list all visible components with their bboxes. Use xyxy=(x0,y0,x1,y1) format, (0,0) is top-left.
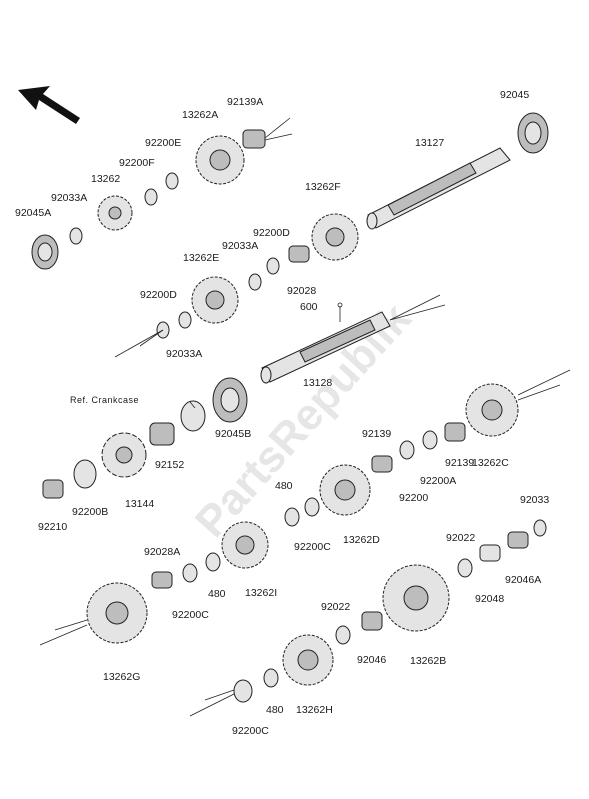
collar-92048 xyxy=(479,544,501,562)
gear-13262E xyxy=(191,276,239,324)
nut-92210 xyxy=(42,479,64,499)
washer-92200C-c xyxy=(233,679,253,703)
label-92045B: 92045B xyxy=(215,428,251,440)
gear-13262G xyxy=(86,582,148,644)
label-92200: 92200 xyxy=(399,492,428,504)
label-13128: 13128 xyxy=(303,377,332,389)
label-600: 600 xyxy=(300,301,318,313)
washer-92022-a xyxy=(457,558,473,578)
washer-92033A-mid xyxy=(248,273,262,291)
circlip-480-a xyxy=(284,507,300,527)
washer-92022-b xyxy=(335,625,351,645)
label-13262H: 13262H xyxy=(296,704,333,716)
circlip-480-c xyxy=(263,668,279,688)
label-92045A: 92045A xyxy=(15,207,51,219)
watermark: PartsRepublik xyxy=(186,294,421,547)
label-480-a: 480 xyxy=(275,480,293,492)
label-13262A: 13262A xyxy=(182,109,218,121)
bushing-92028A xyxy=(151,571,173,589)
part-labels: 92045 13127 92139A 13262A 92200E 92200F … xyxy=(15,89,549,737)
circlip-92200D-mid xyxy=(266,257,280,275)
label-13262E: 13262E xyxy=(183,252,219,264)
label-13144: 13144 xyxy=(125,498,154,510)
label-13262B: 13262B xyxy=(410,655,446,667)
label-92152: 92152 xyxy=(155,459,184,471)
bearing-92139-a xyxy=(371,455,393,473)
label-92200D-mid: 92200D xyxy=(253,227,290,239)
label-92139-b: 92139 xyxy=(445,457,474,469)
shaft-13128 xyxy=(260,311,391,384)
label-480-b: 480 xyxy=(208,588,226,600)
bushing-92028 xyxy=(288,245,310,263)
washer-92200C-b xyxy=(182,563,198,583)
label-92200E: 92200E xyxy=(145,137,181,149)
label-92033A-top: 92033A xyxy=(51,192,87,204)
circlip-92200E xyxy=(165,172,179,190)
circlip-92033A-top xyxy=(69,227,83,245)
label-92210: 92210 xyxy=(38,521,67,533)
label-92048: 92048 xyxy=(475,593,504,605)
label-13262D: 13262D xyxy=(343,534,380,546)
label-92200B: 92200B xyxy=(72,506,108,518)
label-92033: 92033 xyxy=(520,494,549,506)
bearing-92046A xyxy=(507,531,529,549)
label-92200A: 92200A xyxy=(420,475,456,487)
gear-13262D xyxy=(319,464,371,516)
washer-92200C-a xyxy=(304,497,320,517)
label-480-c: 480 xyxy=(266,704,284,716)
gear-13262 xyxy=(97,195,133,231)
label-92028A: 92028A xyxy=(144,546,180,558)
label-13262F: 13262F xyxy=(305,181,341,193)
circlip-92033 xyxy=(533,519,547,537)
label-13262C: 13262C xyxy=(472,457,509,469)
bearing-92139A xyxy=(242,129,266,149)
label-92200C-a: 92200C xyxy=(294,541,331,553)
label-13262G: 13262G xyxy=(103,671,140,683)
label-13127: 13127 xyxy=(415,137,444,149)
label-92033A-left: 92033A xyxy=(166,348,202,360)
label-92028: 92028 xyxy=(287,285,316,297)
gear-13262C xyxy=(465,383,519,437)
washer-92033A-left xyxy=(178,311,192,329)
label-13262: 13262 xyxy=(91,173,120,185)
collar-92152 xyxy=(149,422,175,446)
label-92200F: 92200F xyxy=(119,157,155,169)
label-92022-b: 92022 xyxy=(321,601,350,613)
bearing-92045B xyxy=(212,377,248,423)
bearing-92046 xyxy=(361,611,383,631)
gear-13262A xyxy=(195,135,245,185)
gear-13262I xyxy=(221,521,269,569)
label-92200D-left: 92200D xyxy=(140,289,177,301)
circlip-480-b xyxy=(205,552,221,572)
washer-92200 xyxy=(399,440,415,460)
label-92046A: 92046A xyxy=(505,574,541,586)
oil-seal-ring xyxy=(180,400,206,432)
washer-92200B xyxy=(73,459,97,489)
circlip-92200A xyxy=(422,430,438,450)
label-92200C-b: 92200C xyxy=(172,609,209,621)
sprocket-13144 xyxy=(101,432,147,478)
gear-13262F xyxy=(311,213,359,261)
label-92045: 92045 xyxy=(500,89,529,101)
direction-arrow-icon xyxy=(18,86,80,124)
reference-label: Ref. Crankcase xyxy=(70,395,139,405)
bearing-92139-b xyxy=(444,422,466,442)
label-92139A: 92139A xyxy=(227,96,263,108)
washer-92200F xyxy=(144,188,158,206)
label-92139-a: 92139 xyxy=(362,428,391,440)
label-92022-a: 92022 xyxy=(446,532,475,544)
bearing-92045 xyxy=(517,112,549,154)
label-92046: 92046 xyxy=(357,654,386,666)
gear-13262B xyxy=(382,564,450,632)
bearing-92045A xyxy=(31,234,59,270)
label-92200C-c: 92200C xyxy=(232,725,269,737)
label-92033A-mid: 92033A xyxy=(222,240,258,252)
label-13262I: 13262I xyxy=(245,587,277,599)
shaft-13127 xyxy=(366,147,511,230)
gear-13262H xyxy=(282,634,334,686)
